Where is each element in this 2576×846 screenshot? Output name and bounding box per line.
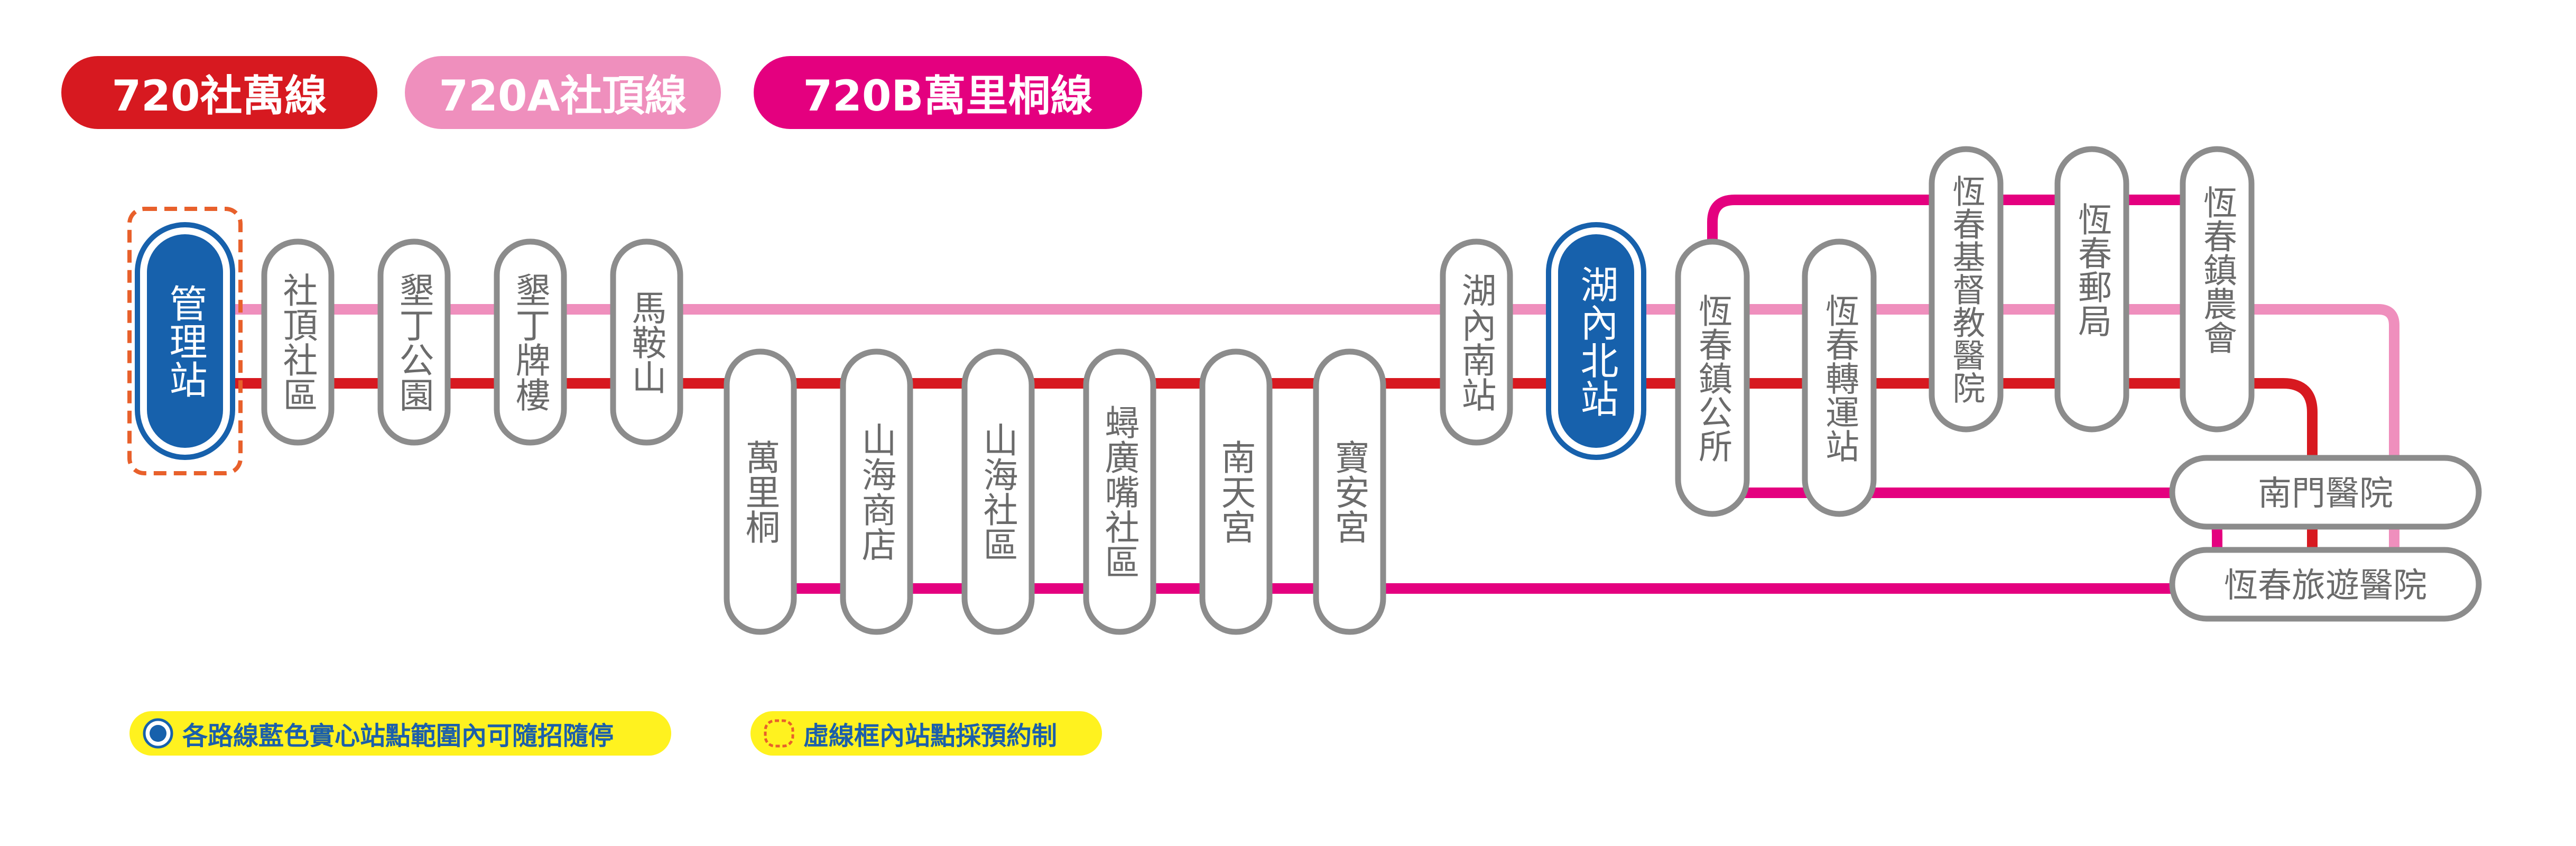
station-sheding[interactable]: 社頂社區 bbox=[261, 238, 335, 446]
station-label: 社頂社區 bbox=[277, 272, 318, 412]
station-farmers[interactable]: 恆春鎮農會 bbox=[2180, 146, 2255, 433]
blue-stop-icon bbox=[143, 718, 173, 749]
station-post-office[interactable]: 恆春郵局 bbox=[2054, 146, 2129, 433]
station-label: 恆春鎮公所 bbox=[1693, 293, 1732, 463]
route-line-720a bbox=[233, 304, 2399, 582]
station-label: 湖內北站 bbox=[1574, 265, 1618, 417]
route-label-720b: 720B萬里桐線 bbox=[754, 56, 1142, 129]
station-town-office[interactable]: 恆春鎮公所 bbox=[1675, 238, 1750, 517]
station-hunei-north[interactable]: 湖內北站 bbox=[1546, 222, 1646, 460]
station-christian-hospital[interactable]: 恆春基督教醫院 bbox=[1929, 146, 2004, 433]
legend-blue-stop: 各路線藍色實心站點範圍內可隨招隨停 bbox=[129, 711, 671, 756]
station-label: 恆春轉運站 bbox=[1820, 293, 1859, 463]
station-guangzui[interactable]: 蟳廣嘴社區 bbox=[1083, 348, 1156, 635]
station-label: 恆春旅遊醫院 bbox=[2224, 566, 2427, 605]
station-label: 恆春郵局 bbox=[2072, 202, 2111, 337]
station-label: 湖內南站 bbox=[1456, 272, 1497, 412]
dashed-box-icon bbox=[764, 719, 794, 748]
legend-dashed-box-text: 虛線框內站點採預約制 bbox=[803, 721, 1058, 751]
station-label: 恆春基督教醫院 bbox=[1947, 174, 1986, 404]
station-nantian[interactable]: 南天宮 bbox=[1199, 348, 1273, 635]
route-line-720b-south bbox=[1707, 465, 2172, 498]
station-nanmen-hospital[interactable]: 南門醫院 bbox=[2169, 455, 2482, 530]
station-transfer[interactable]: 恆春轉運站 bbox=[1802, 238, 1877, 517]
station-label: 墾丁公園 bbox=[394, 272, 434, 412]
station-wanlitong[interactable]: 萬里桐 bbox=[724, 348, 797, 635]
station-maanshan[interactable]: 馬鞍山 bbox=[610, 238, 683, 446]
route-label-720a: 720A社頂線 bbox=[405, 56, 721, 129]
route-line-720b-north bbox=[1707, 195, 2188, 246]
station-label: 馬鞍山 bbox=[626, 290, 667, 394]
station-label: 南天宮 bbox=[1216, 439, 1256, 544]
station-shanhai-community[interactable]: 山海社區 bbox=[961, 348, 1035, 635]
station-label: 管理站 bbox=[163, 284, 207, 398]
route-label-720: 720社萬線 bbox=[61, 56, 377, 129]
route-line-720 bbox=[233, 378, 2318, 582]
reservation-zone-box bbox=[127, 207, 243, 475]
station-label: 南門醫院 bbox=[2258, 474, 2393, 513]
station-baoan[interactable]: 寶安宮 bbox=[1313, 348, 1386, 635]
station-kending-park[interactable]: 墾丁公園 bbox=[377, 238, 451, 446]
station-label: 山海社區 bbox=[978, 422, 1018, 562]
station-label: 寶安宮 bbox=[1329, 439, 1370, 544]
station-hunei-south[interactable]: 湖內南站 bbox=[1440, 238, 1513, 446]
station-label: 萬里桐 bbox=[740, 439, 781, 544]
legend-blue-stop-text: 各路線藍色實心站點範圍內可隨招隨停 bbox=[182, 721, 614, 751]
station-label: 蟳廣嘴社區 bbox=[1099, 404, 1140, 579]
station-kending-paifang[interactable]: 墾丁牌樓 bbox=[494, 238, 567, 446]
station-tourism-hospital[interactable]: 恆春旅遊醫院 bbox=[2169, 547, 2482, 622]
legend-dashed-box: 虛線框內站點採預約制 bbox=[750, 711, 1102, 756]
station-label: 墾丁牌樓 bbox=[510, 272, 551, 412]
station-shanhai-store[interactable]: 山海商店 bbox=[840, 348, 913, 635]
station-guanli[interactable]: 管理站 bbox=[135, 222, 235, 460]
station-label: 恆春鎮農會 bbox=[2198, 185, 2237, 354]
station-label: 山海商店 bbox=[856, 422, 897, 562]
